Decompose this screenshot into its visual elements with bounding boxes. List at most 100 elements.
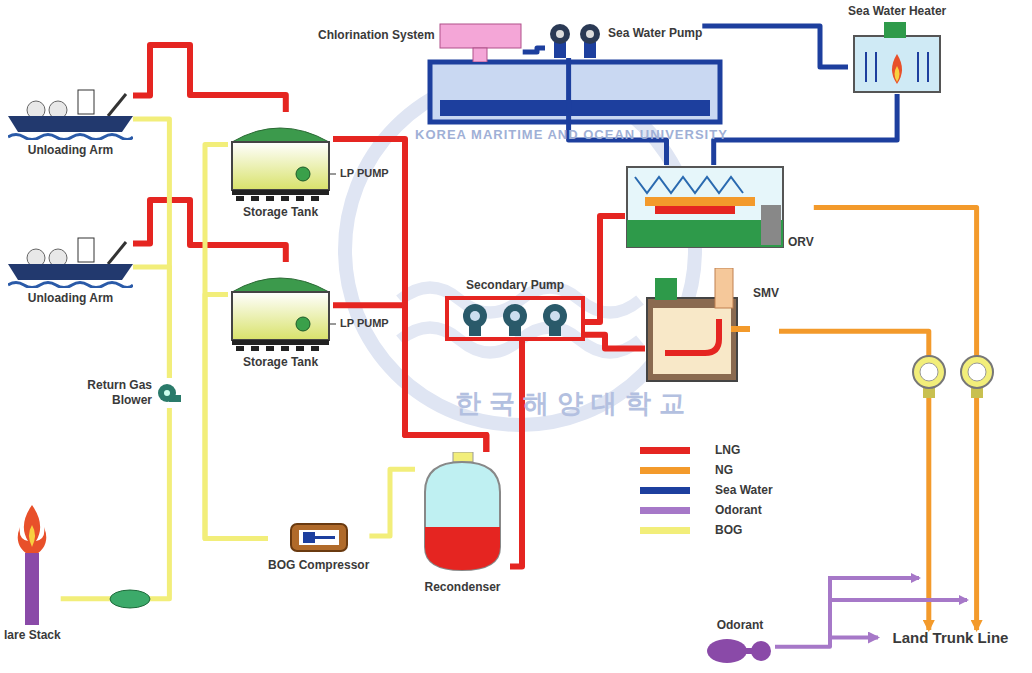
node-label: Secondary Pump <box>466 278 564 293</box>
illustration-rect <box>731 326 750 332</box>
pumps-symbol <box>545 18 605 58</box>
illustration-circle <box>158 384 176 402</box>
sea-water-heater: Sea Water Heater <box>848 4 946 94</box>
illustration-path <box>425 462 500 570</box>
ship-symbol <box>8 80 133 140</box>
node-label: Unloading Arm <box>28 143 114 158</box>
node-label: lare Stack <box>4 628 61 643</box>
node-label: ORV <box>788 235 814 250</box>
illustration-rect <box>854 36 940 92</box>
illustration-rect <box>923 388 935 398</box>
pipe-connector <box>333 139 486 452</box>
node-label: Return Gas Blower <box>70 378 152 408</box>
node-label: Sea Water Pump <box>608 18 702 41</box>
illustration-g <box>463 304 567 336</box>
illustration-line <box>927 52 929 82</box>
illustration-rect <box>645 197 755 206</box>
illustration-rect <box>655 278 677 300</box>
pipe-connector <box>133 119 169 378</box>
illustration-circle <box>556 30 564 38</box>
illustration-circle <box>164 390 170 396</box>
illustration-path <box>8 264 133 280</box>
pipe-connector <box>585 216 625 322</box>
illustration-rect <box>627 167 783 247</box>
flare-symbol <box>12 505 52 625</box>
illustration-rect <box>232 340 329 345</box>
node-label: Odorant <box>717 618 764 633</box>
illustration-path <box>232 128 329 142</box>
illustration-rect <box>647 298 737 381</box>
smv-vaporizer: SMV <box>645 268 779 383</box>
illustration-path <box>665 319 719 353</box>
illustration-rect <box>715 268 733 308</box>
illustration-line <box>108 94 126 116</box>
node-label: Land Trunk Line <box>893 630 1009 645</box>
legend-row: LNG <box>640 440 773 460</box>
node-label: SMV <box>753 268 779 301</box>
pipe-connector <box>369 469 415 536</box>
illustration-path <box>18 505 47 557</box>
illustration-rect <box>236 346 244 351</box>
illustration-path <box>29 525 35 547</box>
legend: LNGNGSea WaterOdorantBOG <box>640 440 773 540</box>
illustration-circle <box>550 24 570 44</box>
land-trunk-line: Land Trunk Line <box>878 630 1023 645</box>
illustration-path <box>8 135 133 140</box>
orv-symbol <box>625 165 785 250</box>
illustration-circle <box>470 311 480 321</box>
illustration-rect <box>78 90 94 114</box>
bogc-symbol <box>289 520 349 555</box>
orv-vaporizer: ORV <box>625 165 814 250</box>
legend-label: Odorant <box>715 503 762 518</box>
legend-row: Odorant <box>640 500 773 520</box>
ship-unloading-arm: Unloading Arm <box>8 228 133 306</box>
illustration-rect <box>266 346 274 351</box>
illustration-rect <box>453 452 473 462</box>
illustration-rect <box>315 536 335 539</box>
illustration-rect <box>584 42 596 58</box>
illustration-line <box>917 52 919 82</box>
illustration-rect <box>281 346 289 351</box>
node-label: Storage Tank <box>243 355 318 370</box>
legend-label: NG <box>715 463 733 478</box>
chlorination-system: Chlorination System <box>318 22 523 62</box>
illustration-ellipse <box>707 639 747 663</box>
node-label: Unloading Arm <box>28 291 114 306</box>
illustration-circle <box>296 317 310 331</box>
illustration-path <box>8 116 133 132</box>
pipe-connector <box>702 26 848 67</box>
storage-tank: Storage Tank <box>228 112 333 220</box>
illustration-rect <box>884 22 906 38</box>
illustration-rect <box>232 190 329 195</box>
illustration-rect <box>303 532 315 543</box>
illustration-rect <box>266 196 274 201</box>
node-label: Chlorination System <box>318 22 435 43</box>
recon-symbol <box>415 452 510 577</box>
illustration-circle <box>968 363 986 381</box>
illustration-rect <box>473 48 487 62</box>
illustration-rect <box>78 238 94 262</box>
illustration-rect <box>25 553 39 625</box>
illustration-g <box>470 311 560 321</box>
odorant-tank: Odorant <box>705 618 775 666</box>
illustration-rect <box>653 308 731 374</box>
illustration-circle <box>296 167 310 181</box>
legend-swatch <box>640 527 690 534</box>
illustration-line <box>865 52 867 82</box>
pipe-connector <box>333 305 486 452</box>
legend-row: BOG <box>640 520 773 540</box>
illustration-circle <box>913 356 945 388</box>
illustration-circle <box>580 24 600 44</box>
illustration-rect <box>655 206 735 214</box>
illustration-rect <box>761 205 781 245</box>
pipe-connector <box>585 335 645 349</box>
heater-symbol <box>852 22 942 94</box>
bog-compressor: BOG Compressor <box>268 520 369 573</box>
sec-symbol <box>445 296 585 341</box>
illustration-rect <box>236 196 244 201</box>
illustration-rect <box>232 292 329 340</box>
pipe-connector <box>814 208 977 631</box>
illustration-rect <box>251 196 259 201</box>
